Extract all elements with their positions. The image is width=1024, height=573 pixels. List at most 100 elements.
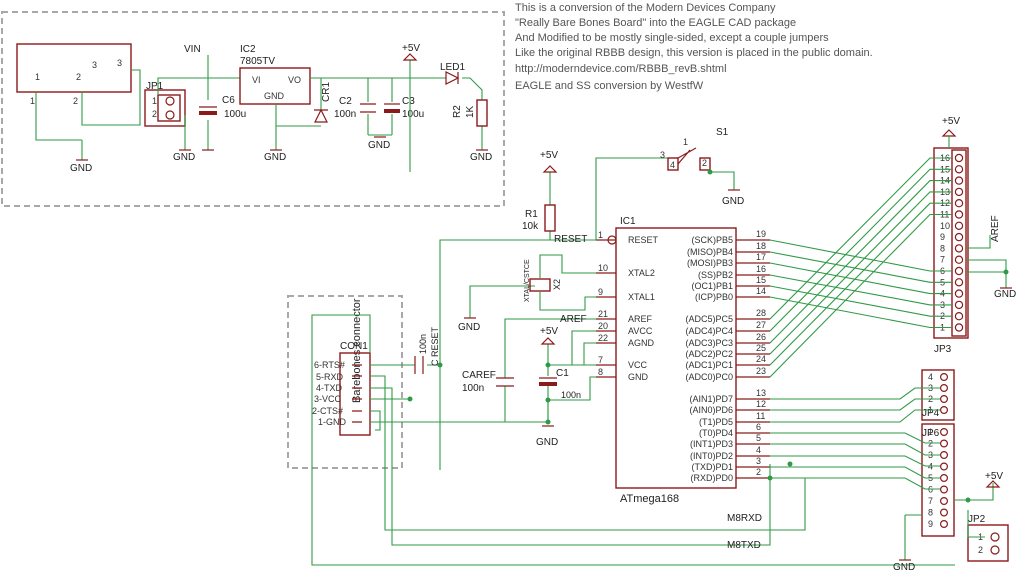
svg-text:CON1: CON1 [340,341,368,352]
svg-text:3: 3 [92,60,97,70]
wire [769,251,952,283]
notes-block: This is a conversion of the Modern Devic… [515,2,873,92]
svg-text:1-GND: 1-GND [318,417,347,427]
c6-capacitor: C6 100u [199,95,246,120]
svg-text:(MOSI)PB3: (MOSI)PB3 [687,258,733,268]
jp1-header: JP1 1 2 [144,81,186,127]
jp4-header: JP4 [921,369,955,421]
jp3-pin [954,255,964,264]
svg-text:CAREF: CAREF [462,370,496,381]
jp3-pin-label: 8 [940,243,945,253]
svg-text:100n: 100n [462,383,484,394]
svg-text:3: 3 [660,150,665,160]
wire [770,409,940,423]
svg-text:XTAL2: XTAL2 [628,268,655,278]
jp3-pin [954,176,964,185]
svg-text:2: 2 [76,72,81,82]
svg-text:2-CTS#: 2-CTS# [312,406,343,416]
svg-text:6: 6 [756,422,761,432]
jp4-pin [939,373,948,382]
svg-text:24: 24 [756,354,766,364]
ic2-regulator: IC2 7805TV VI VO GND [239,44,311,105]
svg-text:(T1)PD5: (T1)PD5 [699,417,733,427]
svg-text:GND: GND [458,322,480,333]
jp6-pin-label: 7 [928,496,933,506]
jp3-header: JP3 +5V AREF [933,116,1001,355]
svg-text:(ADC3)PC3: (ADC3)PC3 [685,338,733,348]
svg-text:JP4: JP4 [922,408,940,419]
svg-text:ATmega168: ATmega168 [620,493,679,505]
svg-text:2: 2 [73,96,78,106]
jp6-pin [939,519,948,528]
power-section-frame [1,11,505,207]
wire [769,180,952,344]
jp6-header: JP6 [921,423,955,537]
svg-text:2: 2 [756,467,761,477]
svg-text:(ADC2)PC2: (ADC2)PC2 [685,349,733,359]
svg-text:AREF: AREF [628,314,653,324]
con1-connector: CON1 6-RTS# 5-RXD 4-TXD 3-VCC 2-CTS# 1-G… [312,341,371,436]
svg-text:XTAL1: XTAL1 [628,292,655,302]
wire [770,398,940,411]
svg-text:7: 7 [598,355,603,365]
svg-text:(AIN1)PD7: (AIN1)PD7 [689,394,733,404]
svg-text:GND: GND [536,437,558,448]
led1: LED1 [440,62,465,85]
svg-text:AVCC: AVCC [628,326,653,336]
svg-text:X2: X2 [552,279,562,290]
svg-text:VIN: VIN [184,44,201,55]
svg-text:8: 8 [598,367,603,377]
svg-text:100u: 100u [402,109,424,120]
note-line: This is a conversion of the Modern Devic… [515,2,776,14]
svg-text:2: 2 [978,545,983,555]
svg-text:100n: 100n [561,390,581,400]
svg-text:1K: 1K [465,105,476,118]
svg-text:(OC1)PB1: (OC1)PB1 [691,281,733,291]
wire [769,239,952,272]
power-jack: 1 2 3 3 1 2 [16,43,132,106]
wire [769,191,952,355]
svg-text:JP6: JP6 [922,428,940,439]
wire [769,202,952,366]
svg-text:100n: 100n [334,109,356,120]
jp3-pin-label: 9 [940,232,945,242]
jp3-pin-label: 7 [940,255,945,265]
svg-text:(INT1)PD3: (INT1)PD3 [690,439,733,449]
svg-text:14: 14 [756,286,766,296]
svg-text:10k: 10k [522,221,539,232]
svg-text:(SCK)PB5: (SCK)PB5 [691,235,733,245]
jp6-pin [939,474,948,483]
jp3-pin [954,266,964,276]
note-line: Like the original RBBB design, this vers… [515,47,873,59]
svg-text:GND: GND [893,562,915,573]
svg-text:(MISO)PB4: (MISO)PB4 [687,247,733,257]
svg-text:+5V: +5V [540,150,558,161]
jp6-pin [939,439,948,448]
wire [770,443,940,456]
svg-text:VO: VO [288,75,301,85]
svg-text:(RXD)PD0: (RXD)PD0 [690,473,733,483]
svg-text:16: 16 [756,264,766,274]
svg-text:21: 21 [598,309,608,319]
wire [769,213,952,378]
svg-text:(ADC1)PC1: (ADC1)PC1 [685,360,733,370]
jp1-label: JP1 [146,81,164,92]
svg-text:GND: GND [994,289,1016,300]
svg-text:6-RTS#: 6-RTS# [314,360,345,370]
jp4-pin [939,384,948,393]
jp3-pin [954,312,964,321]
jp3-pin [954,244,964,253]
svg-text:27: 27 [756,320,766,330]
svg-text:C6: C6 [222,95,235,106]
wire [769,296,952,329]
svg-text:11: 11 [756,411,765,421]
jp6-pin-label: 9 [928,519,933,529]
svg-text:+5V: +5V [942,116,960,127]
jp3-pin [954,165,964,174]
jp6-pin [939,508,948,517]
note-line: "Really Bare Bones Board" into the EAGLE… [515,17,796,29]
svg-text:JP2: JP2 [968,514,986,525]
svg-text:(ADC5)PC5: (ADC5)PC5 [685,314,733,324]
jp3-pin [954,289,964,298]
x2-crystal: X2 XTAL/CSTCE [524,259,562,302]
